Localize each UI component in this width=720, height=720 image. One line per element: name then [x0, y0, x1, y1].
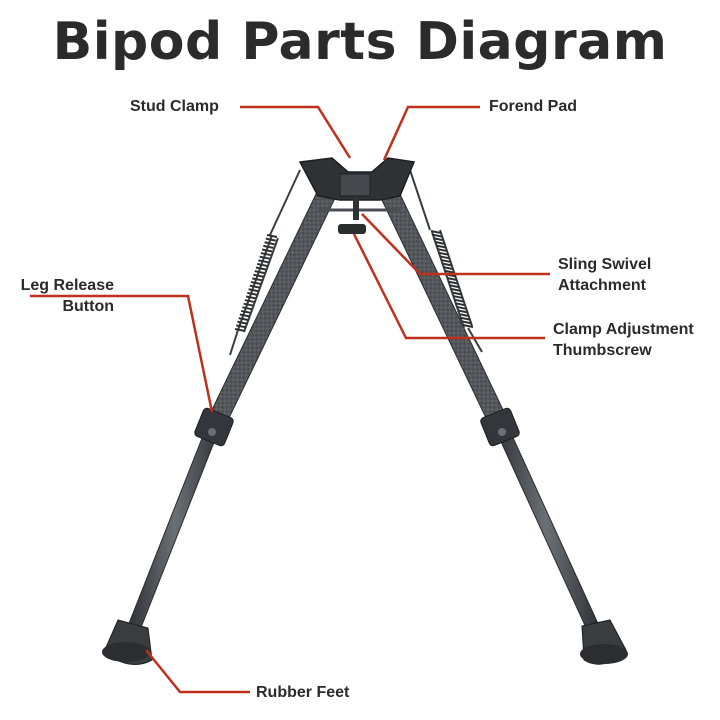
spring-coil: [237, 320, 248, 325]
spring-coil: [240, 309, 252, 314]
spring-coil: [435, 244, 447, 249]
spring-coil: [245, 295, 257, 300]
spring-coil: [439, 255, 450, 260]
spring-coil: [252, 277, 263, 282]
spring-coil: [449, 284, 460, 289]
leader-lines: [30, 105, 550, 694]
spring-coil: [258, 259, 269, 264]
spring-coil: [430, 230, 442, 234]
spring-coil: [446, 277, 458, 281]
page-title: Bipod Parts Diagram: [52, 12, 668, 72]
spring-coil: [461, 320, 472, 325]
label-clamp-adjustment-thumbscrew: Clamp Adjustment Thumbscrew: [553, 321, 694, 359]
leader-leg-release: [30, 294, 214, 413]
spring-coil: [236, 324, 247, 329]
spring-coil: [264, 241, 275, 246]
left-leg-upper: [209, 189, 337, 421]
left-rubber-foot: [102, 619, 153, 665]
right-leg-upper: [379, 189, 506, 421]
leader-clamp-adjust: [352, 233, 545, 340]
right-leg-lower: [491, 417, 601, 633]
spring-coil: [254, 270, 265, 275]
spring-coil: [247, 291, 258, 296]
leader-forend-pad: [382, 105, 480, 161]
spring-coil: [440, 258, 452, 263]
spring-coil: [460, 316, 471, 321]
spring-coil: [242, 306, 253, 311]
spring-coil: [455, 302, 466, 307]
spring-coil: [434, 240, 445, 245]
spring-coil: [433, 237, 444, 242]
spring-coil: [260, 252, 272, 257]
leader-sling-swivel: [361, 213, 550, 276]
label-leg-release-button: Leg Release Button: [20, 277, 114, 315]
spring-coil: [266, 234, 278, 238]
spring-coil: [239, 313, 251, 318]
spring-coil: [243, 302, 254, 307]
leader-stud-clamp: [240, 105, 352, 159]
label-stud-clamp: Stud Clamp: [130, 98, 219, 115]
spring-coil: [256, 262, 268, 267]
spring-coil: [255, 266, 267, 271]
left-release-collar: [194, 407, 234, 447]
spring-coil: [452, 295, 464, 300]
leader-rubber-feet: [145, 649, 250, 694]
label-rubber-feet: Rubber Feet: [256, 684, 350, 701]
spring-coil: [265, 237, 276, 242]
spring-coil: [234, 328, 246, 332]
bipod-head: [298, 157, 416, 234]
spring-coil: [451, 291, 463, 296]
spring-coil: [441, 262, 453, 267]
spring-coil: [261, 248, 273, 253]
spring-coil: [253, 273, 264, 278]
left-leg-lower: [127, 417, 223, 631]
spring-coil: [244, 299, 256, 304]
spring-coil: [456, 305, 468, 310]
left-spring-coils: [234, 234, 278, 332]
label-sling-swivel-attachment: Sling Swivel Attachment: [558, 256, 652, 294]
label-forend-pad: Forend Pad: [489, 98, 578, 115]
right-spring: [409, 169, 483, 353]
spring-coil: [259, 255, 270, 260]
spring-coil: [263, 244, 274, 249]
spring-coil: [457, 309, 469, 314]
spring-coil: [450, 287, 461, 292]
right-rubber-foot: [580, 619, 628, 665]
spring-coil: [249, 284, 260, 289]
spring-coil: [238, 317, 249, 322]
spring-coil: [448, 280, 459, 285]
spring-coil: [248, 288, 259, 293]
right-release-collar: [480, 407, 520, 447]
right-spring-coils: [430, 230, 474, 328]
spring-coil: [432, 233, 443, 238]
spring-coil: [438, 251, 449, 256]
spring-coil: [436, 248, 448, 253]
spring-coil: [443, 266, 454, 271]
spring-coil: [462, 324, 474, 328]
spring-coil: [459, 313, 470, 318]
spring-coil: [454, 298, 465, 303]
spring-coil: [444, 269, 455, 274]
spring-coil: [250, 281, 262, 285]
